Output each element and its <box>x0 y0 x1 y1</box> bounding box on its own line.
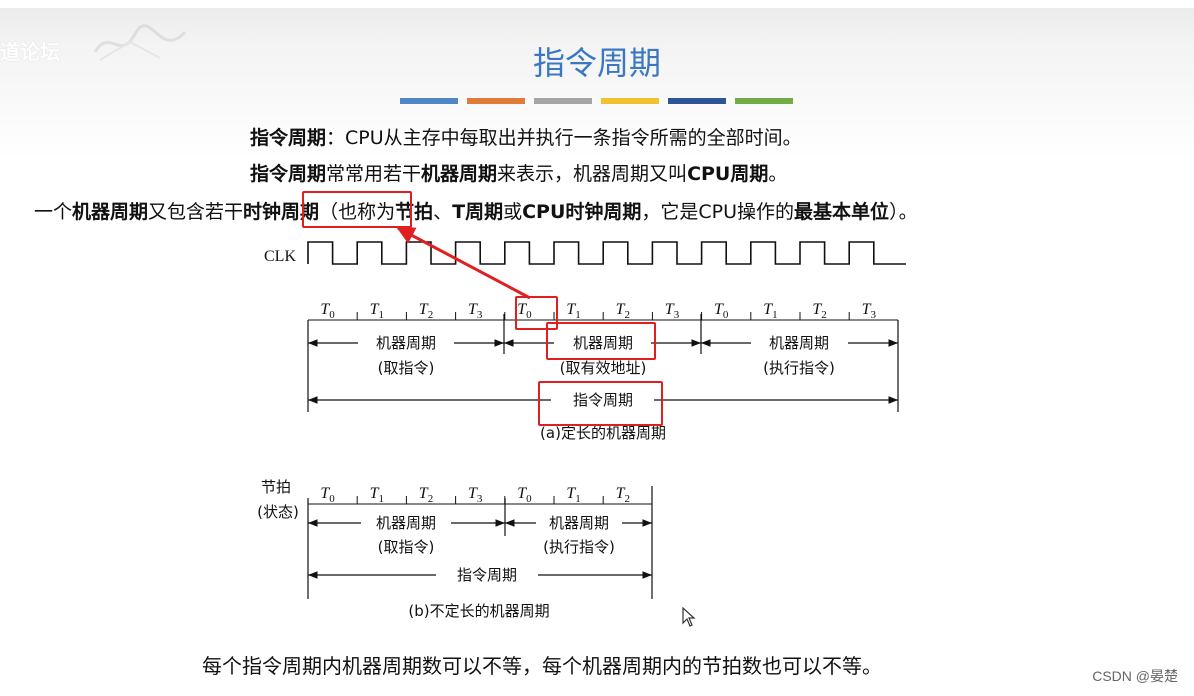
machine-cycle-sub: (执行指令) <box>763 359 835 377</box>
tick-label: T1 <box>566 301 580 321</box>
accent-bar <box>601 98 659 104</box>
tick-label: T1 <box>370 301 384 321</box>
summary-text: 每个指令周期内机器周期数可以不等，每个机器周期内的节拍数也可以不等。 <box>202 654 882 678</box>
machine-cycle-sub: (取有效地址) <box>560 359 647 377</box>
tick-label: T3 <box>665 301 680 321</box>
tick-label: T0 <box>714 301 729 321</box>
machine-cycle-sub: (取指令) <box>378 359 435 377</box>
machine-cycle-sub: (取指令) <box>378 538 435 556</box>
definition-line-3: 一个机器周期又包含若干时钟周期（也称为节拍、T周期或CPU时钟周期，它是CPU操… <box>34 197 918 224</box>
instruction-cycle-label: 指令周期 <box>573 391 633 409</box>
text: 、 <box>433 201 453 223</box>
text: ）。 <box>889 201 918 223</box>
tick-labels-a: T0 T1 T2 T3 T0 T1 T2 T3 T0 T1 T2 T3 <box>320 301 876 321</box>
text: （也称为 <box>319 201 396 223</box>
tick-label: T3 <box>468 301 483 321</box>
forum-watermark: 道论坛 <box>0 40 60 64</box>
text: ，它是CPU操作的 <box>641 201 795 223</box>
tick-label: T0 <box>320 485 335 505</box>
instruction-cycle-label: 指令周期 <box>457 566 517 584</box>
accent-bar <box>534 98 592 104</box>
tick-label: T2 <box>419 301 433 321</box>
term: CPU周期 <box>687 163 769 185</box>
text: 常常用若干 <box>326 163 422 185</box>
machine-cycle-label: 机器周期 <box>376 514 436 532</box>
machine-cycle-label: 机器周期 <box>573 334 633 352</box>
text: 或 <box>503 201 523 223</box>
accent-bar <box>735 98 793 104</box>
beat-label: 节拍 <box>261 478 291 496</box>
tick-label: T1 <box>566 485 580 505</box>
forum-logo-icon <box>93 24 187 61</box>
tick-label: T2 <box>812 301 826 321</box>
text: 。 <box>768 163 788 185</box>
highlight-t0-tick <box>515 296 558 330</box>
tick-label: T3 <box>862 301 877 321</box>
tick-label: T0 <box>517 301 532 321</box>
machine-cycle-sub: (执行指令) <box>543 538 615 556</box>
machine-cycle-label: 机器周期 <box>769 334 829 352</box>
definition-line-1: 指令周期：CPU从主存中每取出并执行一条指令所需的全部时间。 <box>250 123 802 150</box>
text: 来表示，机器周期又叫 <box>497 163 688 185</box>
csdn-credit: CSDN @晏楚 <box>1092 668 1178 684</box>
state-label: (状态) <box>257 503 299 521</box>
definition-line-2: 指令周期常常用若干机器周期来表示，机器周期又叫CPU周期。 <box>250 159 787 186</box>
slide-title: 指令周期 <box>532 44 661 82</box>
term: CPU时钟周期 <box>522 201 642 223</box>
term: 节拍 <box>395 201 434 223</box>
tick-labels-b: T0 T1 T2 T3 T0 T1 T2 <box>320 485 630 505</box>
caption-b: (b)不定长的机器周期 <box>408 602 549 620</box>
definition-text: ：CPU从主存中每取出并执行一条指令所需的全部时间。 <box>326 127 802 149</box>
tick-label: T2 <box>616 301 630 321</box>
tick-label: T2 <box>616 485 630 505</box>
timing-diagram-panel: CLK T0 T1 T2 T3 T0 T1 T2 T3 T0 T1 T2 T3 机器周期 (取指令) … <box>246 234 929 630</box>
clk-label: CLK <box>264 248 296 265</box>
highlight-machine-cycle <box>546 322 656 360</box>
mouse-cursor-icon <box>682 607 696 627</box>
machine-cycle-label: 机器周期 <box>376 334 436 352</box>
text: 一个 <box>34 201 73 223</box>
tick-label: T1 <box>370 485 384 505</box>
top-strip <box>0 0 1194 8</box>
machine-cycle-label: 机器周期 <box>549 514 609 532</box>
accent-bar <box>467 98 525 104</box>
fixed-machine-cycle-diagram: T0 T1 T2 T3 T0 T1 T2 T3 T0 T1 T2 T3 机器周期 (取指令) 机器周期… <box>307 301 899 442</box>
term-clock-cycle: 时钟周期 <box>243 201 320 223</box>
caption-a: (a)定长的机器周期 <box>540 424 666 442</box>
term: 最基本单位 <box>794 201 890 223</box>
tick-label: T3 <box>468 485 483 505</box>
timing-diagram: CLK T0 T1 T2 T3 T0 T1 T2 T3 T0 T1 T2 T3 机器周期 (取指令) … <box>257 241 929 620</box>
highlight-instruction-cycle <box>538 381 663 426</box>
tick-label: T2 <box>419 485 433 505</box>
term: 机器周期 <box>72 201 149 223</box>
term: 指令周期 <box>250 163 327 185</box>
tick-label: T0 <box>517 485 532 505</box>
accent-bar <box>668 98 726 104</box>
tick-label: T0 <box>320 301 335 321</box>
highlight-clock-cycle-term <box>302 191 412 228</box>
tick-label: T1 <box>763 301 777 321</box>
text: 又包含若干 <box>148 201 244 223</box>
term-instruction-cycle: 指令周期 <box>250 127 327 149</box>
term: 机器周期 <box>421 163 498 185</box>
accent-bar <box>400 98 458 104</box>
variable-machine-cycle-diagram: 节拍 (状态) T0 T1 T2 T3 T0 T1 T2 机器周期 (取指令) 机器周期 (… <box>257 478 653 620</box>
term: T周期 <box>452 201 504 223</box>
clock-waveform <box>307 241 929 265</box>
